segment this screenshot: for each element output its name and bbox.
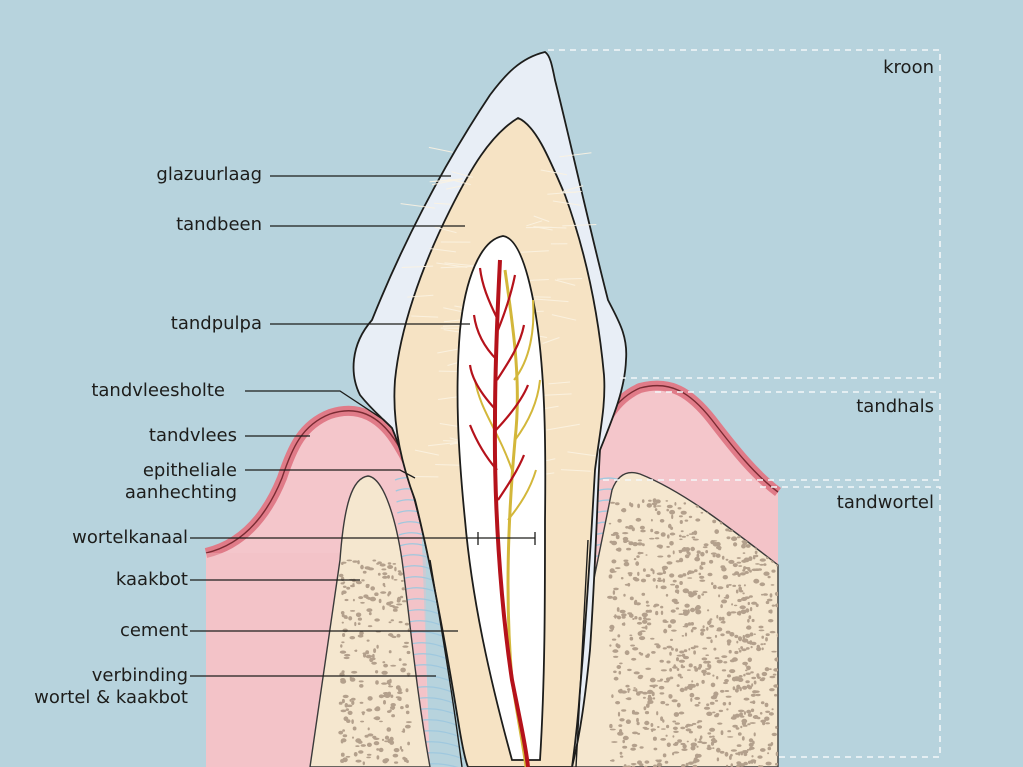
region-crown: kroon — [883, 57, 934, 78]
label-periodontal-ligament: verbinding wortel & kaakbot — [34, 665, 188, 709]
region-neck: tandhals — [856, 396, 934, 417]
jawbone-left — [309, 475, 431, 767]
label-dentin: tandbeen — [176, 214, 262, 235]
label-epithelial-attachment-line2: aanhechting — [124, 482, 237, 503]
region-root: tandwortel — [836, 492, 934, 513]
label-jawbone: kaakbot — [115, 569, 188, 590]
label-gingival-sulcus: tandvleesholte — [91, 380, 225, 401]
label-gum: tandvlees — [148, 425, 237, 446]
label-epithelial-attachment-line1: epitheliale — [142, 460, 237, 481]
label-pulp: tandpulpa — [170, 313, 262, 334]
label-root-canal: wortelkanaal — [72, 527, 188, 548]
label-epithelial-attachment: epitheliale aanhechting — [125, 460, 237, 504]
label-periodontal-ligament-line2: wortel & kaakbot — [34, 687, 188, 708]
artery — [492, 259, 530, 767]
label-enamel: glazuurlaag — [156, 164, 262, 185]
label-cementum: cement — [119, 620, 188, 641]
label-periodontal-ligament-line1: verbinding — [91, 665, 188, 686]
